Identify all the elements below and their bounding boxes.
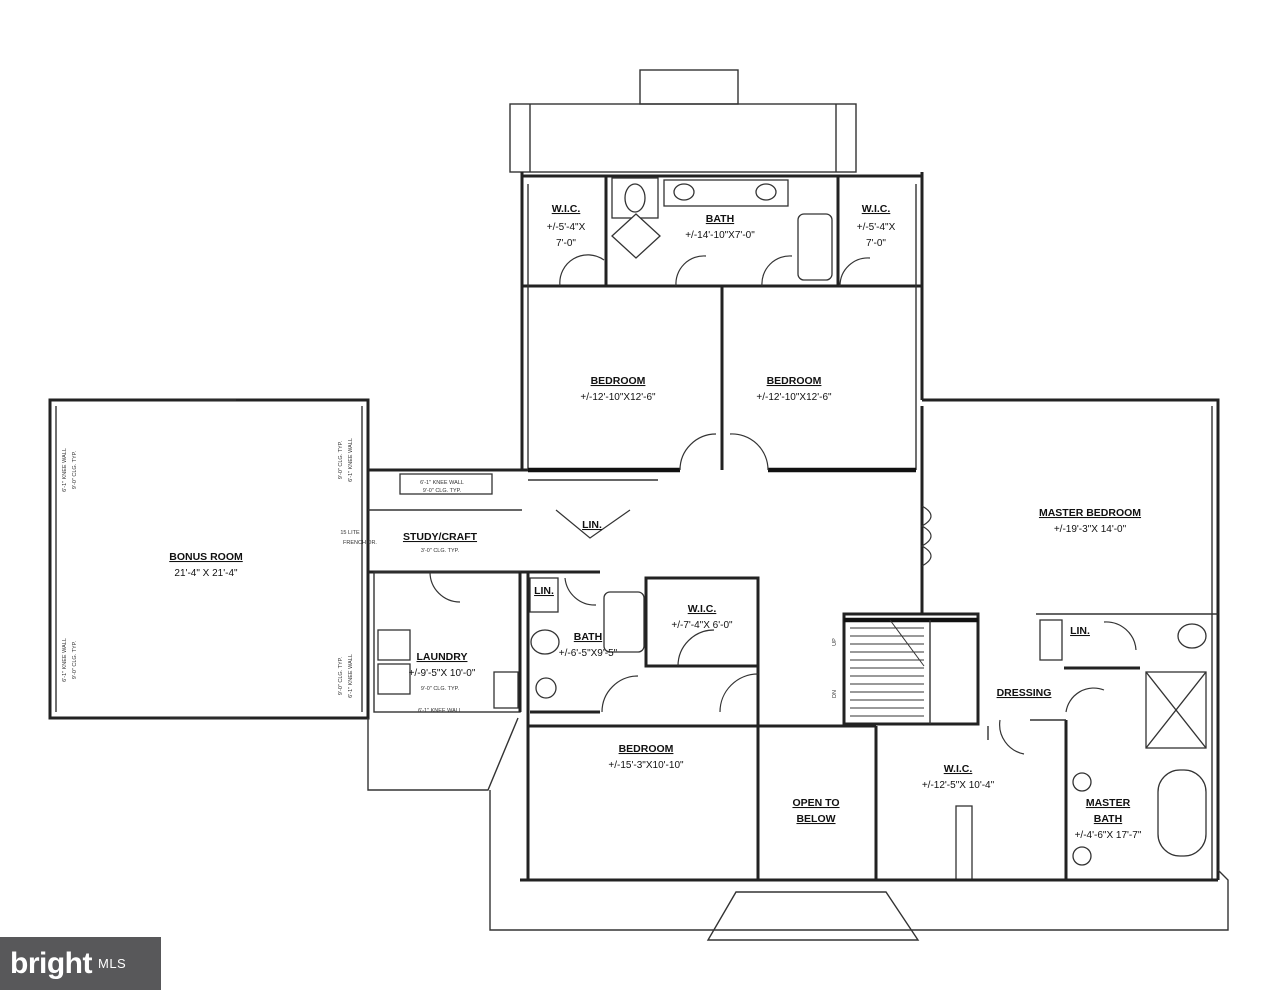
clg-note-left-2: 9'-0" CLG. TYP. xyxy=(72,640,78,679)
top-wing-wall-left xyxy=(520,172,528,472)
dryer-icon xyxy=(377,663,411,695)
wic-left-name: W.I.C. xyxy=(552,203,581,215)
lin-small-name: LIN. xyxy=(534,585,554,597)
wic-rod xyxy=(955,805,973,881)
bonus-room-name: BONUS ROOM xyxy=(169,551,243,563)
knee-wall-note-top: 6'-1" KNEE WALL xyxy=(420,480,464,486)
chimney xyxy=(639,69,739,105)
clg-note-right-2: 9'-0" CLG. TYP. xyxy=(338,656,344,695)
stair-dn-note: DN xyxy=(832,690,838,698)
bath-top-name: BATH xyxy=(706,213,734,225)
shower-icon xyxy=(611,213,661,259)
knee-wall-note-right-2: 6'-1" KNEE WALL xyxy=(348,654,354,698)
dressing-name: DRESSING xyxy=(997,687,1052,699)
wic-left-dim: +/-5'-4"X xyxy=(547,222,586,233)
french-door-note-1: 15 LITE xyxy=(340,530,360,536)
laundry-sink-icon xyxy=(493,671,519,709)
bath-mid-dim: +/-6'-5"X9'-5" xyxy=(559,648,618,659)
laundry-dim: +/-9'-5"X 10'-0" xyxy=(409,668,476,679)
study-note: 3'-0" CLG. TYP. xyxy=(421,548,460,554)
bedroom-c-name: BEDROOM xyxy=(619,743,674,755)
master-bath-dim: +/-4'-6"X 17'-7" xyxy=(1075,830,1142,841)
master-bath-name1: MASTER xyxy=(1086,797,1131,809)
bonus-room-dim: 21'-4" X 21'-4" xyxy=(174,568,238,579)
stair-treads xyxy=(850,619,925,717)
knee-wall-note-left-2: 6'-1" KNEE WALL xyxy=(62,638,68,682)
clg-note-top: 9'-0" CLG. TYP. xyxy=(423,488,462,494)
master-bath-name2: BATH xyxy=(1094,813,1122,825)
bath-top-dim: +/-14'-10"X7'-0" xyxy=(685,230,755,241)
logo-main-text: bright xyxy=(10,946,92,980)
bedroom-a-name: BEDROOM xyxy=(591,375,646,387)
wic-right-name: W.I.C. xyxy=(862,203,891,215)
wic-right-dim: +/-5'-4"X xyxy=(857,222,896,233)
bath-mid-name: BATH xyxy=(574,631,602,643)
clg-note-left-1: 9'-0" CLG. TYP. xyxy=(72,450,78,489)
bright-mls-logo: bright MLS xyxy=(0,937,161,990)
logo-sub-text: MLS xyxy=(97,956,127,971)
master-bedroom-dim: +/-19'-3"X 14'-0" xyxy=(1054,524,1127,535)
wic-right-dim2: 7'-0" xyxy=(866,238,886,249)
roof-projection xyxy=(509,103,857,173)
bedroom-b-name: BEDROOM xyxy=(767,375,822,387)
clg-note-right-1: 9'-0" CLG. TYP. xyxy=(338,440,344,479)
bedroom-b-dim: +/-12'-10"X12'-6" xyxy=(756,392,832,403)
tub-icon xyxy=(797,213,833,281)
open-below-name1: OPEN TO xyxy=(792,797,839,809)
linen-door xyxy=(555,509,631,539)
open-below-name2: BELOW xyxy=(796,813,835,825)
stair-wall xyxy=(842,612,980,726)
study-name: STUDY/CRAFT xyxy=(403,531,478,543)
lin-master-name: LIN. xyxy=(1070,625,1090,637)
stair-up-note: UP xyxy=(832,638,838,646)
lin-center-name: LIN. xyxy=(582,519,602,531)
bedroom-a-dim: +/-12'-10"X12'-6" xyxy=(580,392,656,403)
master-wall xyxy=(922,398,1220,880)
entry-porch xyxy=(706,891,920,941)
wic-mid-name: W.I.C. xyxy=(688,603,717,615)
freestanding-tub-icon xyxy=(1157,769,1207,857)
french-door-note-2: FRENCH DR. xyxy=(343,540,377,546)
wic-master-name: W.I.C. xyxy=(944,763,973,775)
knee-wall-note-bottom: 6'-1" KNEE WALL xyxy=(418,708,462,714)
bedroom-c-dim: +/-15'-3"X10'-10" xyxy=(608,760,684,771)
tub-icon-mid xyxy=(603,591,645,653)
washer-icon xyxy=(377,629,411,661)
knee-wall-note-right-1: 6'-1" KNEE WALL xyxy=(348,438,354,482)
wic-master-dim: +/-12'-5"X 10'-4" xyxy=(922,780,995,791)
wic-left-dim2: 7'-0" xyxy=(556,238,576,249)
laundry-name: LAUNDRY xyxy=(417,651,468,663)
laundry-note: 9'-0" CLG. TYP. xyxy=(421,686,460,692)
master-bedroom-name: MASTER BEDROOM xyxy=(1039,507,1141,519)
wic-mid-dim: +/-7'-4"X 6'-0" xyxy=(671,620,733,631)
knee-wall-note-left-1: 6'-1" KNEE WALL xyxy=(62,448,68,492)
